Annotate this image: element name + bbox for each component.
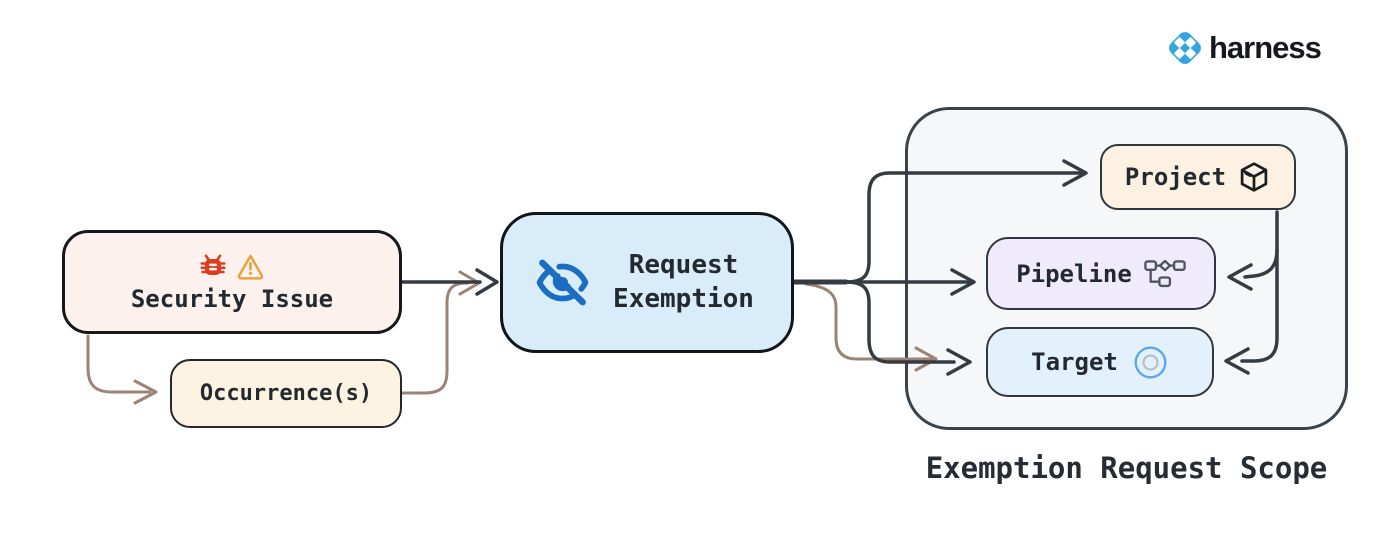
harness-logo: harness [1164,27,1322,69]
edge-occurrence-to-exemption [400,270,481,395]
occurrences-node: Occurrence(s) [170,359,402,428]
bug-icon [200,254,226,275]
warning-icon [237,254,264,280]
edge-security-to-exemption [400,268,499,296]
security-issue-label: Security Issue [130,284,334,313]
edge-project-to-children [1224,210,1279,375]
target-node: Target [986,327,1214,397]
project-label: Project [1124,163,1227,191]
pipeline-node: Pipeline [986,237,1216,310]
harness-wordmark: harness [1209,30,1322,65]
target-label: Target [1031,348,1118,376]
pipeline-icon [1144,259,1186,287]
eye-off-icon [536,259,588,306]
harness-diamond-icon [1169,32,1201,64]
security-issue-icons [199,252,265,280]
edge-exemption-to-scope [791,159,1088,376]
scope-title: Exemption Request Scope [925,451,1328,485]
request-exemption-node: Request Exemption [500,212,794,353]
pipeline-label: Pipeline [1016,259,1132,288]
occurrences-label: Occurrence(s) [199,381,373,406]
project-node: Project [1100,144,1296,210]
request-exemption-label: Request Exemption [613,249,754,314]
target-icon [1134,346,1167,378]
edge-security-to-occurrence [86,334,158,405]
security-issue-node: Security Issue [62,230,402,334]
cube-icon [1240,162,1268,192]
edge-occurrence-to-target [804,282,938,372]
